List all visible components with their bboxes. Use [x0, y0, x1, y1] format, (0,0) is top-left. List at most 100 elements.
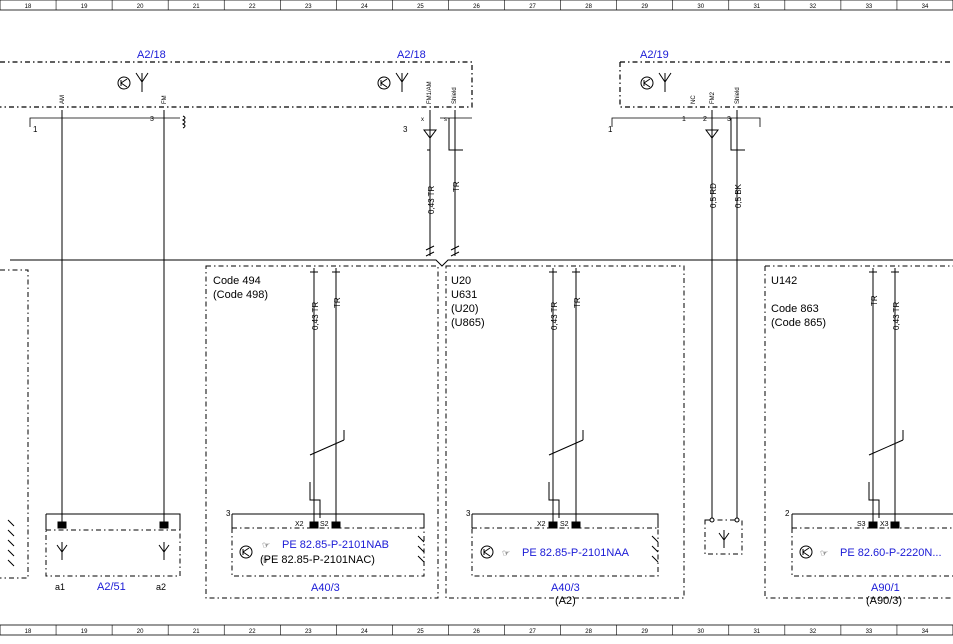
radio-icon [799, 545, 813, 559]
antenna-icon [658, 72, 672, 92]
ruler-column-label: 33 [866, 4, 873, 10]
wire-label: 0,5 RD [709, 183, 718, 208]
radio-icon [239, 545, 253, 559]
radio-icon [480, 545, 494, 559]
ruler-column-label: 34 [922, 4, 929, 10]
ruler-column-label: 21 [193, 4, 200, 10]
ruler-column-label: 18 [25, 629, 32, 635]
wire-label: TR [333, 297, 342, 308]
pin-number: 1 [682, 116, 686, 123]
label-a40-3-mid[interactable]: A40/3 [551, 582, 580, 594]
component-a2-19 [619, 61, 953, 108]
pin-number: 3 [727, 116, 731, 123]
ruler-column-label: 30 [697, 629, 704, 635]
code-box [0, 265, 953, 599]
ruler-frame [0, 624, 953, 636]
pin-number: 3 [403, 125, 408, 134]
ruler-column-label: 25 [417, 4, 424, 10]
pin-label: S2 [560, 521, 569, 528]
ruler-frame [0, 0, 953, 11]
ruler-column-label: 20 [137, 629, 144, 635]
ruler-column-label: 22 [249, 629, 256, 635]
pin-label: a2 [156, 582, 166, 592]
pin-label: X3 [880, 521, 889, 528]
antenna-icon [718, 530, 730, 548]
code-text: (Code 865) [771, 317, 826, 329]
reference-link[interactable]: PE 82.85-P-2101NAB [282, 539, 389, 551]
pin-number: s [444, 117, 447, 123]
reference-text: (PE 82.85-P-2101NAC) [260, 554, 375, 566]
code-text: (U20) [451, 303, 479, 315]
pin-number: 2 [703, 116, 707, 123]
antenna-module [704, 517, 743, 555]
wire-label: 0,43 TR [311, 301, 320, 330]
pin-number: 1 [33, 125, 38, 134]
label-a2-18-left[interactable]: A2/18 [137, 49, 166, 61]
hand-pointer-icon: ☞ [262, 555, 270, 565]
antenna-icon [158, 542, 170, 560]
ruler-column-label: 29 [641, 629, 648, 635]
connector-strip [29, 117, 761, 127]
antenna-icon [135, 72, 149, 92]
radio-icon [640, 76, 654, 90]
radio-icon [117, 76, 131, 90]
component-a90-1 [791, 513, 953, 577]
pin-am: AM [60, 95, 66, 104]
ruler-column-label: 26 [473, 4, 480, 10]
pin-number: 3 [226, 509, 231, 518]
ruler-column-label: 31 [753, 4, 760, 10]
shield-hatch [417, 535, 659, 563]
pin-label: X2 [295, 521, 304, 528]
component-a40-3-mid [471, 513, 659, 577]
pin-fm2: FM2 [710, 91, 716, 104]
wire-label: 0,43 TR [550, 301, 559, 330]
label-a2-51[interactable]: A2/51 [97, 581, 126, 593]
ruler-column-label: 34 [922, 629, 929, 635]
code-text: (U865) [451, 317, 485, 329]
ruler-column-label: 30 [697, 4, 704, 10]
label-a40-3-mid-alt: (A2) [555, 595, 576, 607]
label-a90-1[interactable]: A90/1 [871, 582, 900, 594]
ruler-column-label: 23 [305, 4, 312, 10]
label-a90-1-alt: (A90/3) [866, 595, 902, 607]
code-text: Code 494 [213, 275, 261, 287]
radio-icon [377, 76, 391, 90]
ruler-column-label: 26 [473, 629, 480, 635]
pin-fm: FM [162, 95, 168, 104]
ruler-column-label: 24 [361, 629, 368, 635]
pin-number: 1 [608, 125, 613, 134]
ruler-column-label: 32 [810, 629, 817, 635]
wire-label: 0,43 TR [427, 185, 436, 214]
pin-fm1am: FM1/AM [427, 81, 433, 104]
ruler-column-label: 22 [249, 4, 256, 10]
pin-number: 3 [150, 116, 154, 123]
pin-number: 3 [466, 509, 471, 518]
pin-nc: NC [691, 95, 697, 104]
wire-label: 0,5 BK [734, 183, 743, 208]
label-a40-3-left[interactable]: A40/3 [311, 582, 340, 594]
hand-pointer-icon: ☞ [502, 548, 510, 558]
ruler-column-label: 20 [137, 4, 144, 10]
code-text: U631 [451, 289, 477, 301]
wire-label: TR [573, 297, 582, 308]
label-a2-18-right[interactable]: A2/18 [397, 49, 426, 61]
code-text: Code 863 [771, 303, 819, 315]
ruler-column-label: 21 [193, 629, 200, 635]
code-text: U142 [771, 275, 797, 287]
reference-link[interactable]: PE 82.60-P-2220N... [840, 547, 942, 559]
reference-link[interactable]: PE 82.85-P-2101NAA [522, 547, 630, 559]
wire-label: TR [452, 181, 461, 192]
ruler-column-label: 33 [866, 629, 873, 635]
component-a2-51 [45, 513, 181, 577]
pin-shield: Shield [452, 87, 458, 104]
ruler-column-label: 29 [641, 4, 648, 10]
ruler-column-label: 27 [529, 629, 536, 635]
label-a2-19[interactable]: A2/19 [640, 49, 669, 61]
ruler-column-label: 28 [585, 629, 592, 635]
pin-number: 2 [785, 509, 790, 518]
wires [10, 110, 953, 524]
ruler-column-label: 32 [810, 4, 817, 10]
